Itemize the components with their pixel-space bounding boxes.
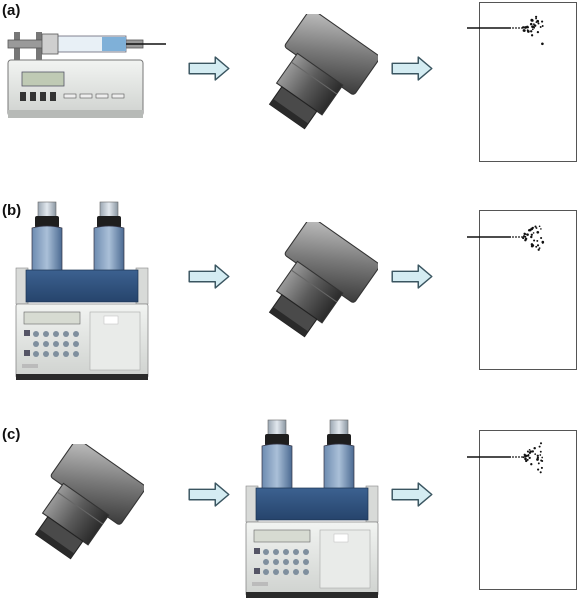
spray-chamber	[467, 430, 577, 590]
hplc-pump	[14, 200, 150, 382]
flow-arrow	[188, 56, 230, 81]
flow-arrow	[391, 482, 433, 507]
spray-plume	[512, 442, 544, 474]
microscope-objective-icon	[250, 14, 378, 142]
panel-a-label: (a)	[2, 2, 21, 19]
flow-arrow	[188, 264, 230, 289]
hplc-pump	[244, 418, 380, 600]
flow-arrow	[188, 482, 230, 507]
solvent-bottle	[261, 419, 293, 491]
solvent-bottle	[31, 201, 63, 273]
spray-chamber	[467, 210, 577, 370]
flow-arrow	[391, 264, 433, 289]
microscope-objective-icon	[250, 222, 378, 350]
syringe-pump	[6, 30, 171, 120]
solvent-bottle	[93, 201, 125, 273]
spray-chamber	[467, 2, 577, 162]
flow-arrow	[391, 56, 433, 81]
panel-c-label: (c)	[2, 426, 21, 443]
microscope-objective-icon	[16, 444, 144, 572]
panel-b-label: (b)	[2, 202, 22, 219]
spray-plume	[512, 225, 545, 251]
solvent-bottle	[323, 419, 355, 491]
spray-plume	[512, 15, 544, 46]
